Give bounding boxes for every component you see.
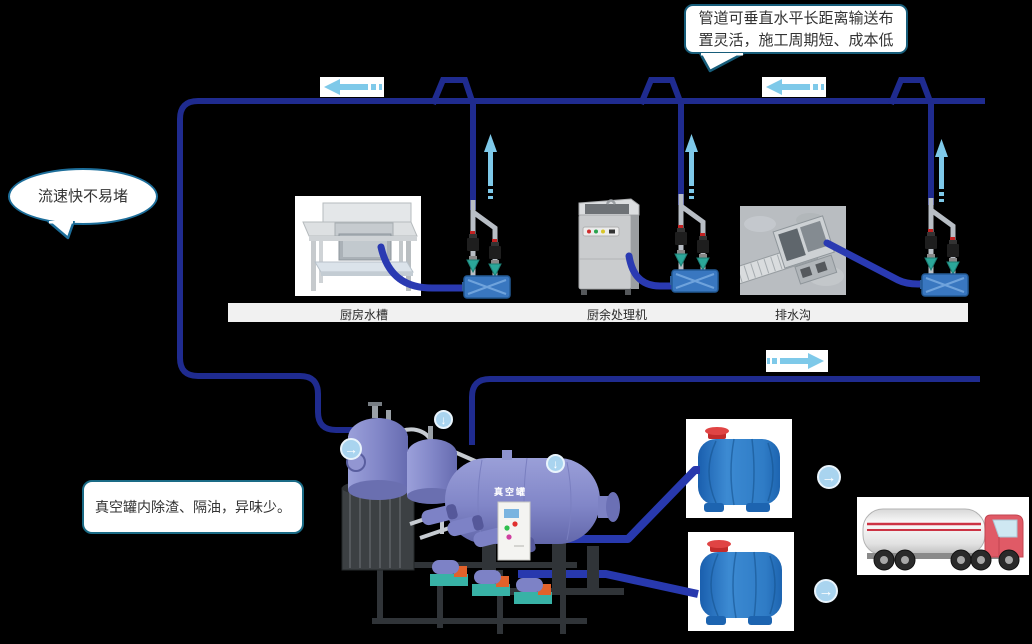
tanker-truck-photo xyxy=(857,497,1029,575)
down-arrow-glyph: ↓ xyxy=(552,456,559,471)
vacuum-valve-unit-3 xyxy=(920,196,972,298)
station-control-cabinet xyxy=(497,501,531,561)
up-flow-arrow-3 xyxy=(935,139,948,202)
up-flow-arrow-2 xyxy=(685,134,698,199)
vacuum-valve-unit-1 xyxy=(462,198,514,300)
badge-down-arrow-icon-2: ↓ xyxy=(546,454,565,473)
kitchen-sink-photo xyxy=(295,196,421,296)
vacuum-tank-note-callout: 真空罐内除渣、隔油，异味少。 xyxy=(82,480,304,534)
sink-label: 厨房水槽 xyxy=(339,308,388,322)
flow-left-arrow-1 xyxy=(320,77,384,97)
food-waste-processor-art xyxy=(573,197,651,296)
flow-left-arrow-2 xyxy=(762,77,826,97)
callout-line-2: 置灵活，施工周期短、成本低 xyxy=(698,32,894,49)
badge-down-arrow-icon-1: ↓ xyxy=(434,410,453,429)
right-arrow-glyph: → xyxy=(821,468,837,486)
processor-label: 厨余处理机 xyxy=(586,308,647,322)
flow-speed-callout-tail xyxy=(47,221,76,240)
note-text: 真空罐内除渣、隔油，异味少。 xyxy=(95,499,291,515)
station-vertical-tank-2 xyxy=(407,426,457,504)
right-arrow-glyph: → xyxy=(344,441,358,457)
drain-label: 排水沟 xyxy=(774,308,811,322)
flow-right-arrow xyxy=(766,350,828,372)
vacuum-valve-unit-2 xyxy=(670,192,722,294)
vacuum-pump-station xyxy=(332,396,624,642)
callout-text: 流速快不易堵 xyxy=(37,188,128,205)
up-flow-arrow-1 xyxy=(484,134,497,199)
storage-tank-1-photo xyxy=(686,419,792,518)
storage-tank-2-photo xyxy=(688,532,794,631)
pipe-flexibility-callout: 管道可垂直水平长距离输送布 置灵活，施工周期短、成本低 xyxy=(684,4,908,54)
badge-right-arrow-icon-3: → xyxy=(814,579,838,603)
drain-ditch-photo xyxy=(740,206,846,295)
flow-speed-callout: 流速快不易堵 xyxy=(8,168,158,225)
kitchen-sink-art xyxy=(302,202,418,291)
badge-right-arrow-icon: → xyxy=(340,438,362,460)
vacuum-tank-label: 真空罐 xyxy=(494,487,528,497)
pipe-flexibility-callout-tail xyxy=(698,53,745,73)
badge-right-arrow-icon-2: → xyxy=(817,465,841,489)
down-arrow-glyph: ↓ xyxy=(440,412,447,427)
callout-line-1: 管道可垂直水平长距离输送布 xyxy=(698,10,894,27)
right-arrow-glyph: → xyxy=(818,582,834,600)
